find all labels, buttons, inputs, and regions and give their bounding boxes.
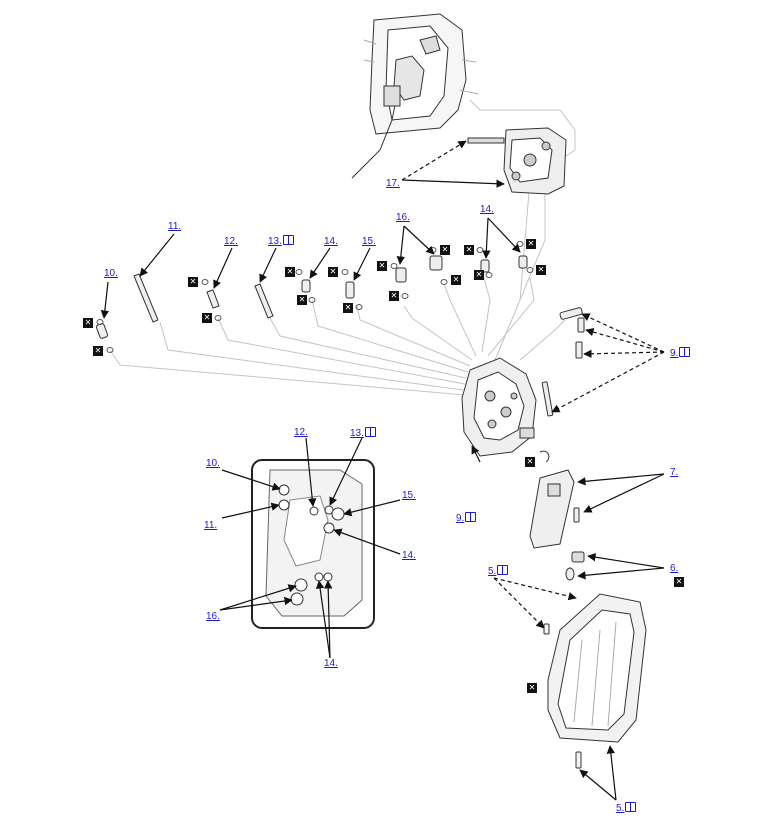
callout-5-lower[interactable]: 5.: [616, 802, 637, 815]
replace-part-icon: ✕: [526, 239, 536, 249]
callout-5[interactable]: 5.: [488, 565, 509, 578]
replace-part-icon: ✕: [93, 346, 103, 356]
replace-part-icon: ✕: [389, 291, 399, 301]
callout-10[interactable]: 10.: [104, 268, 118, 279]
fittings: [95, 255, 528, 339]
pipe-11: [133, 273, 159, 323]
callout-15[interactable]: 15.: [362, 236, 376, 247]
callout-6[interactable]: 6.: [670, 563, 679, 574]
transmission-case: [351, 13, 479, 179]
detail-callout-11[interactable]: 11.: [204, 520, 218, 531]
detail-callout-13[interactable]: 13.: [350, 427, 376, 440]
callout-14-upper[interactable]: 14.: [480, 204, 494, 215]
detail-callout-14-lower[interactable]: 14.: [324, 658, 338, 669]
callout-17[interactable]: 17.: [386, 178, 400, 189]
leader-lines: [100, 179, 665, 801]
o-rings: [96, 241, 534, 353]
callout-9-lower[interactable]: 9.: [456, 512, 477, 525]
detail-callout-14[interactable]: 14.: [402, 550, 416, 561]
detail-callout-15[interactable]: 15.: [402, 490, 416, 501]
dashed-leaders: [401, 140, 665, 629]
oil-pan: [543, 593, 647, 769]
manual-book-icon: [364, 427, 376, 437]
callout-12[interactable]: 12.: [224, 236, 238, 247]
replace-part-icon: ✕: [83, 318, 93, 328]
replace-part-icon: ✕: [328, 267, 338, 277]
detail-callout-10[interactable]: 10.: [206, 458, 220, 469]
replace-part-icon: ✕: [188, 277, 198, 287]
replace-part-icon: ✕: [474, 270, 484, 280]
valve-body: [461, 357, 550, 463]
replace-part-icon: ✕: [440, 245, 450, 255]
replace-part-icon: ✕: [202, 313, 212, 323]
manual-book-icon: [679, 347, 691, 357]
replace-part-icon: ✕: [377, 261, 387, 271]
replace-part-icon: ✕: [343, 303, 353, 313]
replace-part-icon: ✕: [285, 267, 295, 277]
filter-6: [565, 551, 585, 581]
callout-7[interactable]: 7.: [670, 467, 679, 478]
bolts-9: [541, 307, 585, 417]
pipe-13: [254, 283, 274, 319]
manual-book-icon: [497, 565, 509, 575]
callout-13[interactable]: 13.: [268, 235, 294, 248]
solenoid-assembly: [467, 127, 567, 195]
detail-inset: [251, 459, 375, 629]
replace-part-icon: ✕: [674, 577, 684, 587]
detail-callout-16[interactable]: 16.: [206, 611, 220, 622]
callout-11[interactable]: 11.: [168, 221, 182, 232]
manual-book-icon: [465, 512, 477, 522]
cover-plate-7: [529, 469, 580, 549]
callout-14[interactable]: 14.: [324, 236, 338, 247]
detail-callout-12[interactable]: 12.: [294, 427, 308, 438]
guide-lines: [109, 99, 576, 396]
replace-part-icon: ✕: [527, 683, 537, 693]
replace-part-icon: ✕: [464, 245, 474, 255]
manual-book-icon: [625, 802, 637, 812]
replace-part-icon: ✕: [536, 265, 546, 275]
replace-part-icon: ✕: [525, 457, 535, 467]
manual-book-icon: [282, 235, 294, 245]
callout-16[interactable]: 16.: [396, 212, 410, 223]
replace-part-icon: ✕: [297, 295, 307, 305]
callout-9[interactable]: 9.: [670, 347, 691, 360]
pipe-12: [206, 289, 220, 309]
replace-part-icon: ✕: [451, 275, 461, 285]
